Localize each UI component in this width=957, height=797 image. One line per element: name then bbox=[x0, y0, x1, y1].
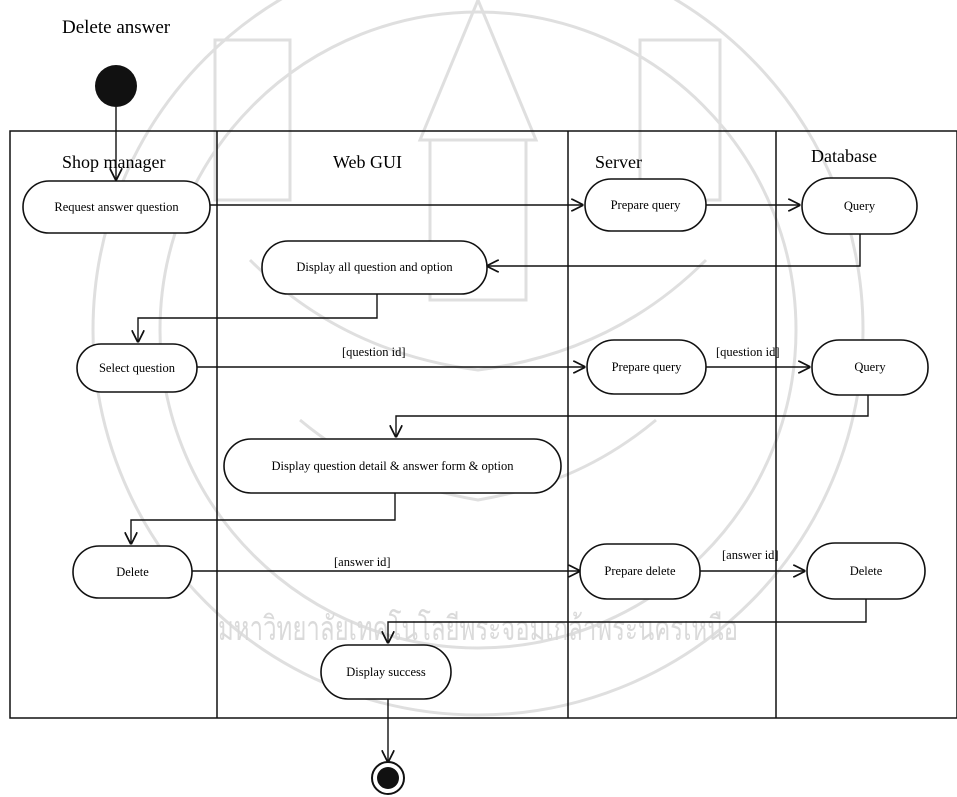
action-label: Prepare query bbox=[612, 360, 683, 374]
lane-shop-manager: Shop manager bbox=[62, 152, 165, 172]
guard-answer-id-1: [answer id] bbox=[334, 555, 391, 569]
action-label: Display success bbox=[346, 665, 426, 679]
action-label: Query bbox=[854, 360, 886, 374]
guard-question-id-1: [question id] bbox=[342, 345, 406, 359]
lane-database: Database bbox=[811, 146, 877, 166]
action-select-question: Select question bbox=[76, 343, 198, 393]
action-display-all-question: Display all question and option bbox=[261, 240, 488, 295]
flow-display-all-to-select bbox=[138, 294, 378, 342]
action-prepare-delete: Prepare delete bbox=[579, 543, 701, 600]
action-label: Delete bbox=[116, 565, 149, 579]
action-display-success: Display success bbox=[320, 644, 452, 700]
action-delete-db: Delete bbox=[806, 542, 926, 600]
watermark-text: มหาวิทยาลัยเทคโนโลยีพระจอมเกล้าพระนครเหน… bbox=[218, 609, 738, 649]
action-label: Delete bbox=[850, 564, 883, 578]
guard-question-id-2: [question id] bbox=[716, 345, 780, 359]
action-label: Prepare delete bbox=[604, 564, 676, 578]
lane-web-gui: Web GUI bbox=[333, 152, 402, 172]
action-label: Query bbox=[844, 199, 876, 213]
action-prepare-query-2: Prepare query bbox=[586, 339, 707, 395]
flow-query-1-to-display-all bbox=[487, 234, 861, 266]
final-node bbox=[371, 761, 405, 795]
flow-query-2-to-display-detail bbox=[396, 395, 869, 437]
action-delete-request: Delete bbox=[72, 545, 193, 599]
control-flows bbox=[116, 107, 869, 762]
guard-answer-id-2: [answer id] bbox=[722, 548, 779, 562]
swimlane-frame bbox=[9, 130, 957, 719]
action-display-question-detail: Display question detail & answer form & … bbox=[223, 438, 562, 494]
flow-display-detail-to-delete bbox=[131, 493, 396, 544]
action-label: Prepare query bbox=[611, 198, 682, 212]
action-query-2: Query bbox=[811, 339, 929, 396]
action-request-answer-question: Request answer question bbox=[22, 180, 211, 234]
initial-node bbox=[95, 65, 137, 107]
diagram-title: Delete answer bbox=[62, 17, 171, 38]
action-label: Select question bbox=[99, 361, 176, 375]
action-label: Display question detail & answer form & … bbox=[272, 459, 515, 473]
action-prepare-query-1: Prepare query bbox=[584, 178, 707, 232]
action-query-1: Query bbox=[801, 177, 918, 235]
watermark-seal: มหาวิทยาลัยเทคโนโลยีพระจอมเกล้าพระนครเหน… bbox=[91, 0, 865, 717]
lane-server: Server bbox=[595, 152, 642, 172]
action-label: Request answer question bbox=[54, 200, 179, 214]
flow-delete-db-to-display-success bbox=[388, 599, 867, 643]
action-label: Display all question and option bbox=[296, 260, 453, 274]
